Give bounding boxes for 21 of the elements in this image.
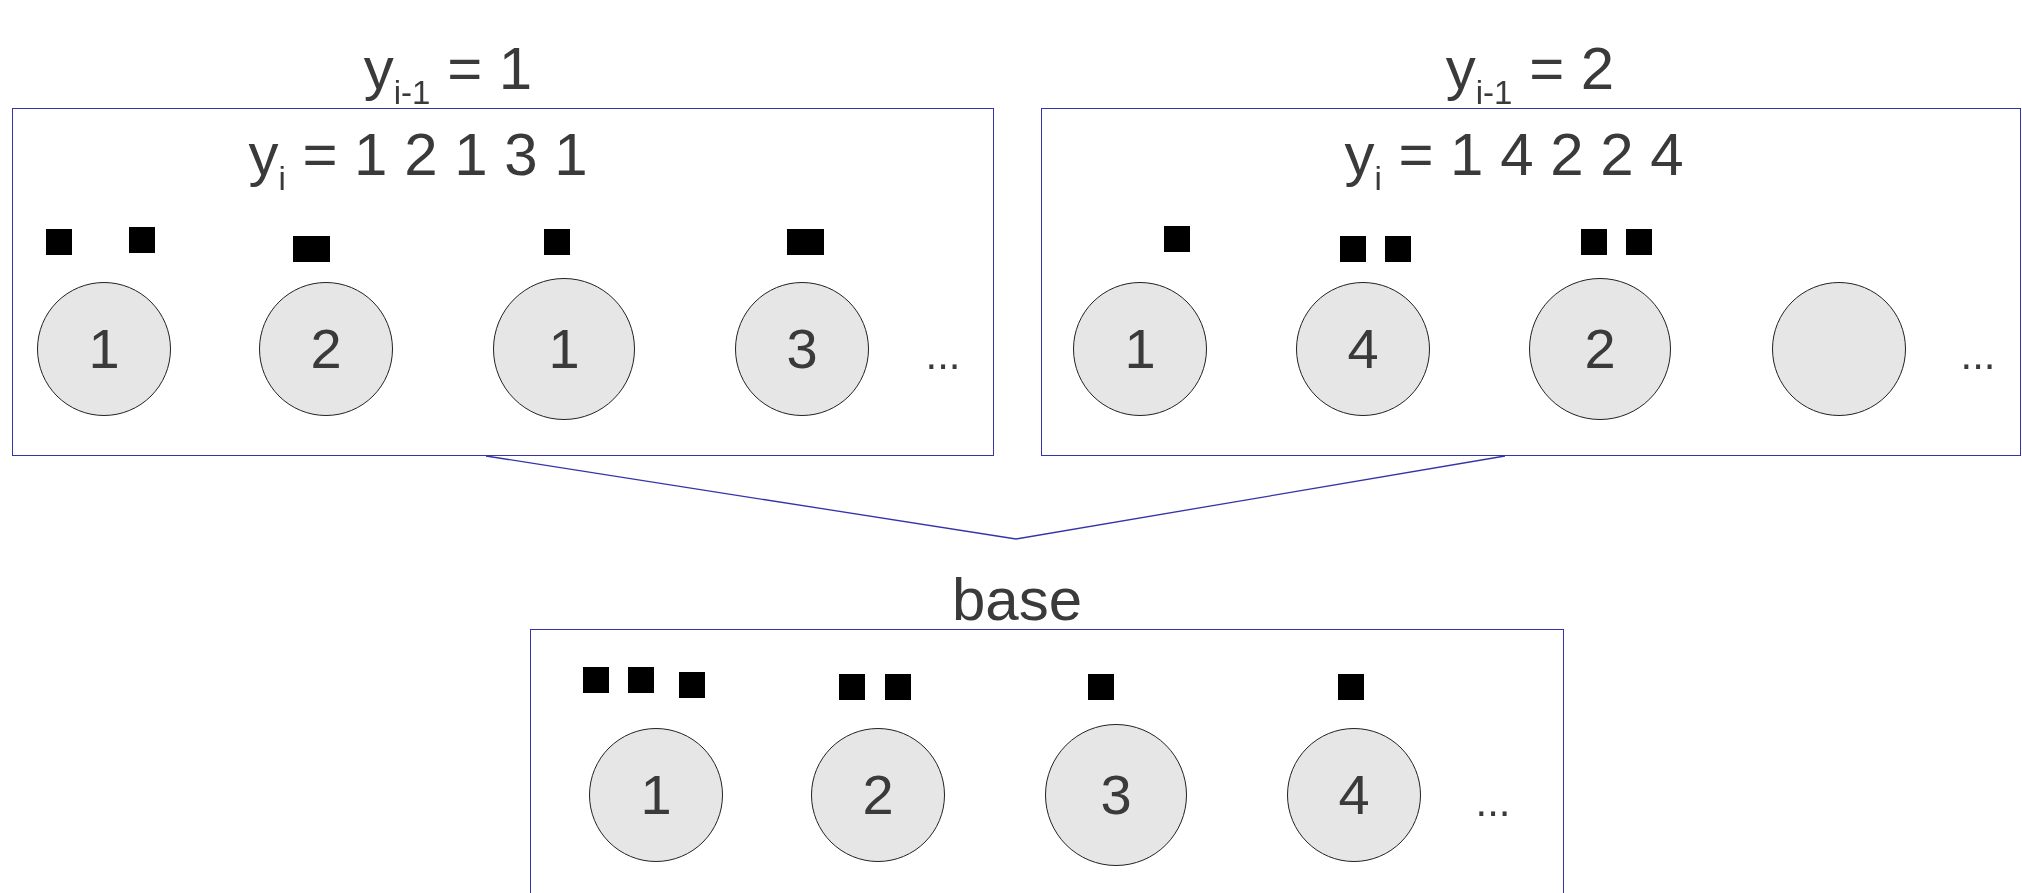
ellipsis-label: ... xyxy=(1475,781,1511,823)
node-number: 4 xyxy=(1338,767,1370,823)
ellipsis-label: ... xyxy=(925,334,961,376)
ellipsis-label: ... xyxy=(1960,334,1996,376)
sequence-label: y$_{i}$ = 1 2 1 3 1 xyxy=(248,121,588,188)
box-heading: base xyxy=(951,570,1083,630)
node-number: 3 xyxy=(786,321,818,377)
node-number: 1 xyxy=(640,767,672,823)
box-heading: y$_{i-1}$ = 2 xyxy=(1445,39,1615,109)
node-number: 4 xyxy=(1347,321,1379,377)
node-number: 3 xyxy=(1100,767,1132,823)
node-number: 1 xyxy=(548,321,580,377)
sequence-label: y$_{i}$ = 1 4 2 2 4 xyxy=(1344,121,1684,188)
node-number: 1 xyxy=(88,321,120,377)
box-heading: y$_{i-1}$ = 1 xyxy=(363,39,533,109)
node-number: 2 xyxy=(862,767,894,823)
connector-line xyxy=(1015,455,1506,540)
connector-line xyxy=(485,455,1017,540)
node-number: 1 xyxy=(1124,321,1156,377)
node-number: 2 xyxy=(1584,321,1616,377)
node-number: 2 xyxy=(310,321,342,377)
